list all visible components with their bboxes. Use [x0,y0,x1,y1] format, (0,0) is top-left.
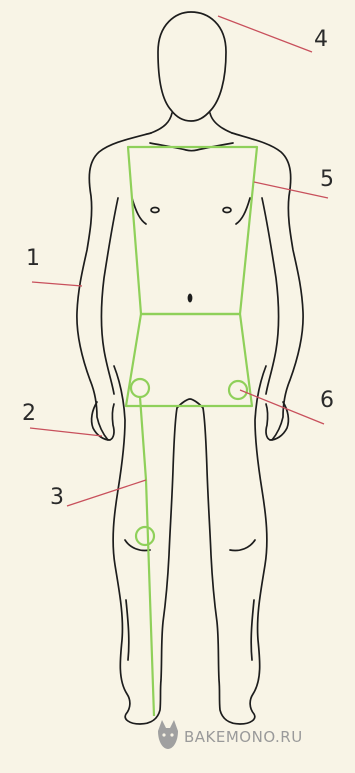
right-knee-line [230,540,255,551]
navel [188,294,193,303]
label-3: 3 [50,485,64,510]
label-6: 6 [320,388,334,413]
left-nipple [151,208,159,213]
left-calf-line [126,600,129,660]
neck-left-line [151,113,172,133]
right-arm-inner-line [262,198,279,394]
label-1: 1 [26,246,40,271]
neck-right-line [210,113,232,133]
left-leg-guide-line [140,397,154,716]
left-arm-inner-line [101,198,118,394]
right-hip-joint-circle [229,381,247,399]
right-body-outline [203,133,303,724]
pelvis-guide-box [126,314,252,406]
watermark: BAKEMONO.RU [158,720,303,749]
leader-line-3 [67,480,146,506]
leader-line-4 [218,16,312,52]
torso-guide-box [128,147,257,314]
label-5: 5 [320,167,334,192]
left-hip-joint-circle [131,379,149,397]
chest-right-line [236,198,250,224]
label-4: 4 [314,27,328,52]
left-body-outline [77,133,177,724]
leader-line-1 [32,282,82,286]
cat-head-icon [158,720,178,749]
right-calf-line [251,600,254,660]
label-2: 2 [22,401,36,426]
leader-line-2 [30,428,102,436]
right-nipple [223,208,231,213]
left-knee-joint-circle [136,527,154,545]
left-hand-outline [92,402,114,440]
head-outline [158,12,226,121]
watermark-text: BAKEMONO.RU [184,728,303,746]
